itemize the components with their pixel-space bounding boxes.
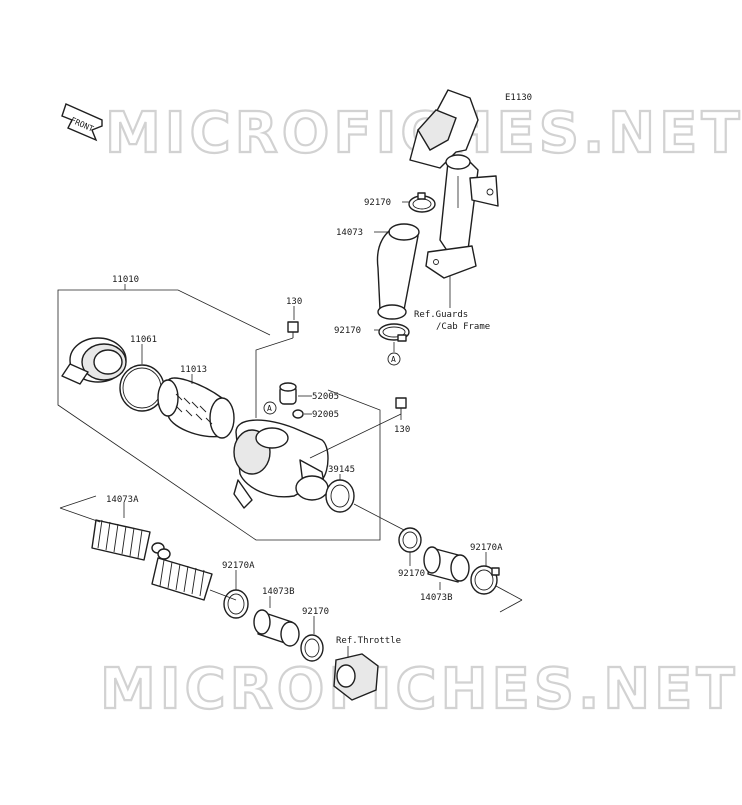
clamp-92170a-left [223,589,249,619]
label-92170-mid: 92170 [334,326,361,336]
clip-92005 [292,409,304,419]
throttle-body [333,653,379,701]
label-92170-right: 92170 [398,569,425,579]
clamp-92170-right [398,527,422,553]
label-ref-guards: Ref.Guards [414,310,468,320]
label-92170-low: 92170 [302,607,329,617]
label-14073b-left: 14073B [262,587,295,597]
label-14073b-right: 14073B [420,593,453,603]
assembly-frame-11010 [57,289,381,541]
label-130-top: 130 [286,297,302,307]
clamp-92170-mid [378,323,410,342]
label-92170a-right: 92170A [470,543,503,553]
clamp-92170-low [300,634,324,662]
label-11013: 11013 [180,365,207,375]
label-11061: 11061 [130,335,157,345]
callout-a-hose-text: A [391,355,396,364]
callout-a-housing-text: A [267,404,272,413]
ring-39145 [325,479,355,513]
o-ring-11061 [119,364,165,412]
label-14073: 14073 [336,228,363,238]
label-11010: 11010 [112,275,139,285]
diagram-code: E1130 [505,93,532,103]
label-130-right: 130 [394,425,410,435]
boot-14073b-left [253,609,300,647]
label-ref-throttle: Ref.Throttle [336,636,401,646]
clamp-92170-top [408,192,436,213]
label-14073a: 14073A [106,495,139,505]
cab-frame-duct [409,89,499,279]
watermark-bottom: MICROFICHES.NET [100,657,739,722]
hose-14073 [376,223,420,320]
air-box-housing [233,419,329,509]
label-92170-top: 92170 [364,198,391,208]
callout-a-hose: A [387,352,401,366]
label-92005: 92005 [312,410,339,420]
leader-lines [59,176,523,658]
label-39145: 39145 [328,465,355,475]
callout-a-housing: A [263,401,277,415]
inlet-cap [61,337,127,385]
bellows-14073a-upper [91,519,165,561]
label-92170a-left: 92170A [222,561,255,571]
front-arrow-icon: FRONT [61,103,103,142]
boot-14073b-right [423,546,470,583]
filter-element-11013 [157,377,235,439]
label-52005: 52005 [312,392,339,402]
bellows-14073a-lower [151,548,213,601]
bolt-130-right [395,397,407,414]
pipe-52005 [279,382,297,405]
clamp-92170a-right [470,565,500,595]
bolt-130-top [287,321,299,338]
label-ref-cab-frame: /Cab Frame [436,322,490,332]
